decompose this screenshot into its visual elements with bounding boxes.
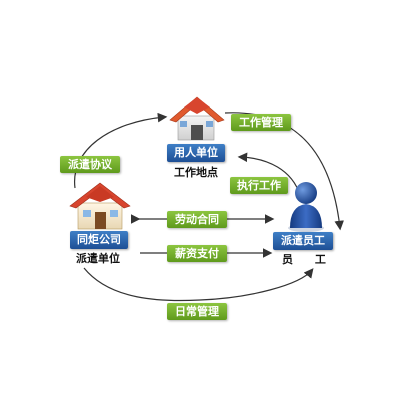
- labor-company-caption: 派遣单位: [76, 252, 120, 265]
- arrow-daily-management: [83, 267, 314, 302]
- employee-caption-char-1: 员: [282, 253, 293, 266]
- tag-daily-management: 日常管理: [167, 303, 227, 320]
- tag-labor-contract: 劳动合同: [167, 211, 227, 228]
- employer-house-icon: [169, 96, 225, 141]
- tag-salary-payment: 薪资支付: [167, 245, 227, 262]
- arrow-dispatch-agreement: [74, 112, 168, 189]
- employee-caption-char-2: 工: [314, 253, 326, 266]
- tag-dispatch-agreement: 派遣协议: [60, 156, 120, 173]
- employer-caption: 工作地点: [174, 166, 218, 179]
- arrow-work-management: [224, 112, 344, 231]
- tag-work-management: 工作管理: [231, 114, 291, 131]
- labor-company-label: 同炬公司: [70, 231, 128, 249]
- employee-person-icon: [288, 182, 324, 232]
- employee-caption: 员 工: [282, 251, 328, 267]
- employee-label: 派遣员工: [273, 232, 333, 250]
- labor-company-house-icon: [69, 182, 131, 230]
- employer-label: 用人单位: [167, 144, 225, 162]
- tag-execute-work: 执行工作: [230, 177, 288, 194]
